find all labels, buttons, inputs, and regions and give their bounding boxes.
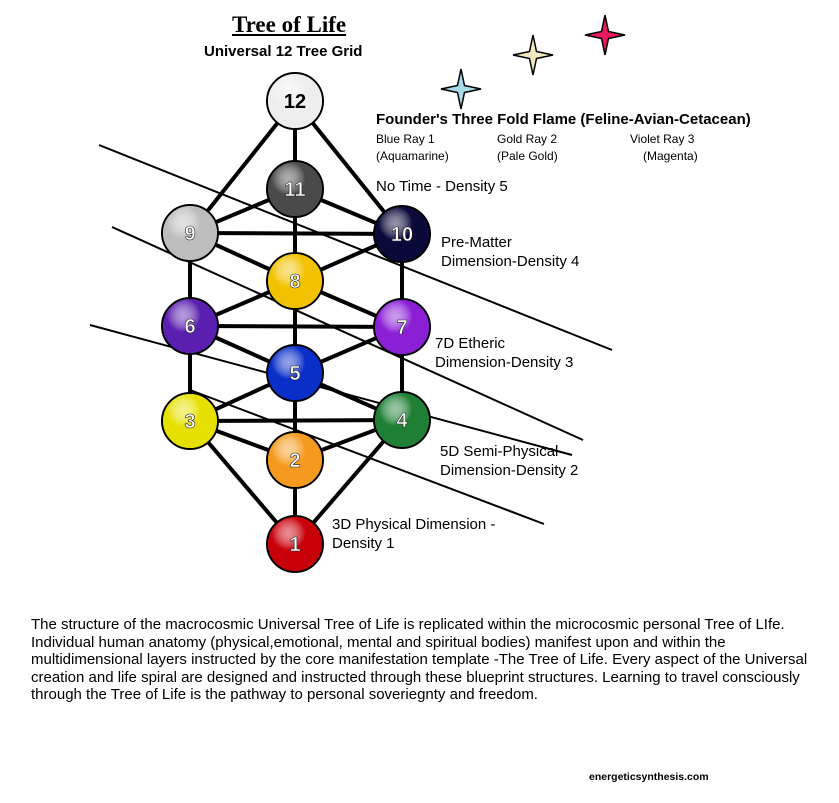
page-subtitle: Universal 12 Tree Grid — [204, 43, 363, 60]
ray-1-name: Blue Ray 1 — [376, 132, 435, 146]
node-6: 6 — [161, 297, 219, 355]
pale-gold-star-icon — [512, 34, 554, 76]
ray-2-color: (Pale Gold) — [497, 149, 558, 163]
node-10: 10 — [373, 205, 431, 263]
node-10-number: 10 — [391, 224, 413, 246]
density-4-label: Pre-Matter Dimension-Density 4 — [441, 233, 579, 271]
node-11: 11 — [266, 160, 324, 218]
density-1-label-line2: Density 1 — [332, 535, 395, 552]
node-11-number: 11 — [284, 179, 305, 201]
node-5-number: 5 — [289, 363, 300, 385]
node-9-highlight — [163, 206, 217, 260]
node-4-highlight — [375, 393, 429, 447]
ray-3-color: (Magenta) — [643, 149, 698, 163]
node-9-number: 9 — [184, 223, 195, 245]
density-4-label-line1: Pre-Matter — [441, 234, 512, 251]
edge-9-10 — [188, 231, 404, 236]
tree-nodes: 12 11 10 9 8 7 6 5 4 3 2 1 — [161, 72, 431, 573]
ray-2-name: Gold Ray 2 — [497, 132, 558, 146]
flame-title: Founder's Three Fold Flame (Feline-Avian… — [376, 111, 751, 128]
node-5-highlight — [268, 346, 322, 400]
density-2-label-line2: Dimension-Density 2 — [440, 462, 579, 479]
node-3-highlight — [163, 394, 217, 448]
density-3-label: 7D Etheric Dimension-Density 3 — [435, 334, 573, 372]
magenta-star-icon — [584, 14, 626, 56]
density-3-label-line2: Dimension-Density 3 — [435, 354, 574, 371]
ray-1: Blue Ray 1 (Aquamarine) — [376, 131, 449, 165]
node-11-highlight — [268, 162, 322, 216]
node-2-highlight — [268, 433, 322, 487]
site-credit: energeticsynthesis.com — [589, 771, 709, 783]
node-8: 8 — [266, 252, 324, 310]
node-7-number: 7 — [396, 317, 407, 339]
density-4-label-line2: Dimension-Density 4 — [441, 253, 580, 270]
node-3: 3 — [161, 392, 219, 450]
node-10-highlight — [375, 207, 429, 261]
node-8-number: 8 — [289, 271, 300, 293]
node-1-number: 1 — [289, 534, 300, 556]
divider-line-4 — [189, 389, 545, 525]
node-12: 12 — [266, 72, 324, 130]
ray-3: Violet Ray 3 (Magenta) — [630, 131, 698, 165]
flame-stars — [440, 14, 626, 110]
ray-3-name: Violet Ray 3 — [630, 132, 695, 146]
description-paragraph: The structure of the macrocosmic Univers… — [31, 616, 808, 703]
density-1-label-line1: 3D Physical Dimension - — [332, 516, 496, 533]
node-5: 5 — [266, 344, 324, 402]
node-4: 4 — [373, 391, 431, 449]
density-2-label: 5D Semi-Physical Dimension-Density 2 — [440, 442, 578, 480]
node-6-highlight — [163, 299, 217, 353]
edge-3-4 — [188, 418, 404, 423]
density-3-label-line1: 7D Etheric — [435, 335, 506, 352]
divider-line-1 — [98, 144, 613, 351]
node-4-number: 4 — [396, 410, 408, 432]
node-1: 1 — [266, 515, 324, 573]
node-12-number: 12 — [284, 91, 306, 113]
ray-2: Gold Ray 2 (Pale Gold) — [497, 131, 558, 165]
node-2: 2 — [266, 431, 324, 489]
node-1-highlight — [268, 517, 322, 571]
page-title: Tree of Life — [232, 12, 347, 37]
node-9: 9 — [161, 204, 219, 262]
aquamarine-star-icon — [440, 68, 482, 110]
node-7: 7 — [373, 298, 431, 356]
density-5-label: No Time - Density 5 — [376, 178, 508, 195]
node-12-highlight — [268, 74, 322, 128]
node-2-number: 2 — [289, 450, 300, 472]
density-1-label: 3D Physical Dimension - Density 1 — [332, 515, 495, 553]
density-2-label-line1: 5D Semi-Physical — [440, 443, 559, 460]
edge-6-7 — [188, 324, 404, 329]
node-3-number: 3 — [184, 411, 195, 433]
ray-1-color: (Aquamarine) — [376, 149, 449, 163]
node-6-number: 6 — [184, 316, 195, 338]
node-8-highlight — [268, 254, 322, 308]
node-7-highlight — [375, 300, 429, 354]
